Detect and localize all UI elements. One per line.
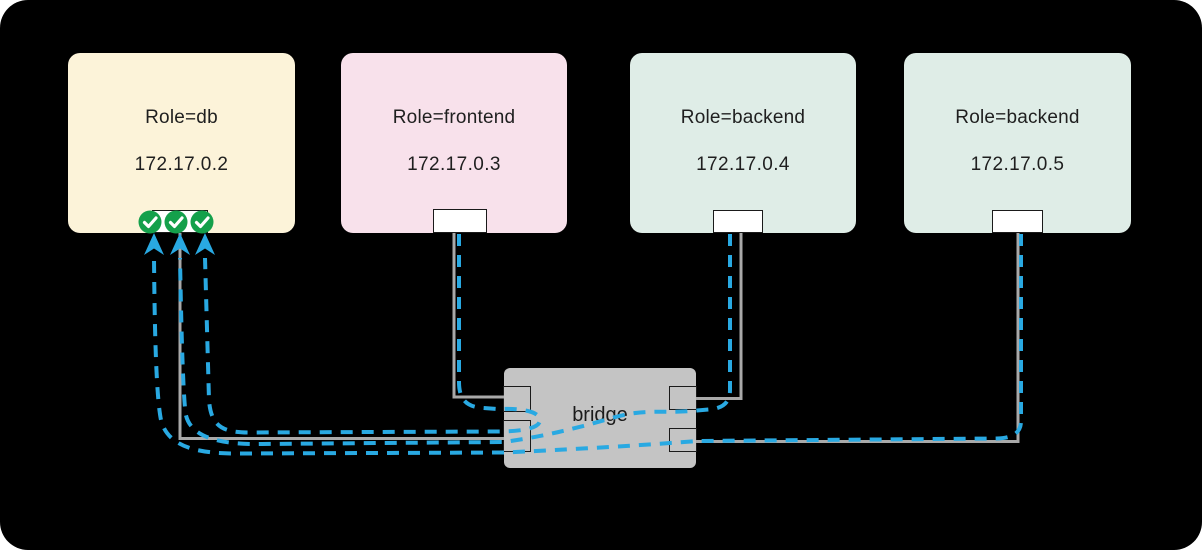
bridge-box: bridge	[504, 368, 696, 468]
db-network-port	[152, 210, 208, 233]
backend-1-network-port	[713, 210, 763, 233]
role-label: Role=backend	[680, 107, 806, 128]
link-line-backend-1	[696, 233, 743, 400]
role-label: Role=db	[145, 107, 218, 128]
arrow-up-icon	[144, 233, 164, 255]
ip-label: 172.17.0.5	[970, 154, 1065, 175]
role-label: Role=frontend	[392, 107, 516, 128]
container-box-frontend: Role=frontend 172.17.0.3	[341, 53, 567, 233]
link-line-frontend	[452, 233, 504, 399]
container-box-backend-1: Role=backend 172.17.0.4	[630, 53, 856, 233]
ip-label: 172.17.0.4	[696, 154, 790, 175]
arrow-up-icon	[195, 233, 215, 255]
backend-2-network-port	[992, 210, 1043, 233]
ip-label: 172.17.0.2	[134, 154, 229, 175]
link-line-db	[178, 233, 504, 440]
bridge-label: bridge	[572, 404, 628, 426]
container-box-db: Role=db 172.17.0.2	[68, 53, 295, 233]
traffic-flow-frontend-to-db	[203, 234, 543, 435]
ip-label: 172.17.0.3	[407, 154, 501, 175]
bridge-port-top-right	[669, 386, 697, 410]
bridge-port-top-left	[503, 386, 531, 412]
bridge-port-bottom-left	[503, 420, 531, 452]
role-label: Role=backend	[955, 107, 1080, 128]
arrow-up-icon	[170, 233, 190, 255]
frontend-network-port	[433, 209, 487, 233]
bridge-port-bottom-right	[669, 428, 697, 452]
link-line-backend-2	[696, 233, 1020, 443]
container-box-backend-2: Role=backend 172.17.0.5	[904, 53, 1131, 233]
